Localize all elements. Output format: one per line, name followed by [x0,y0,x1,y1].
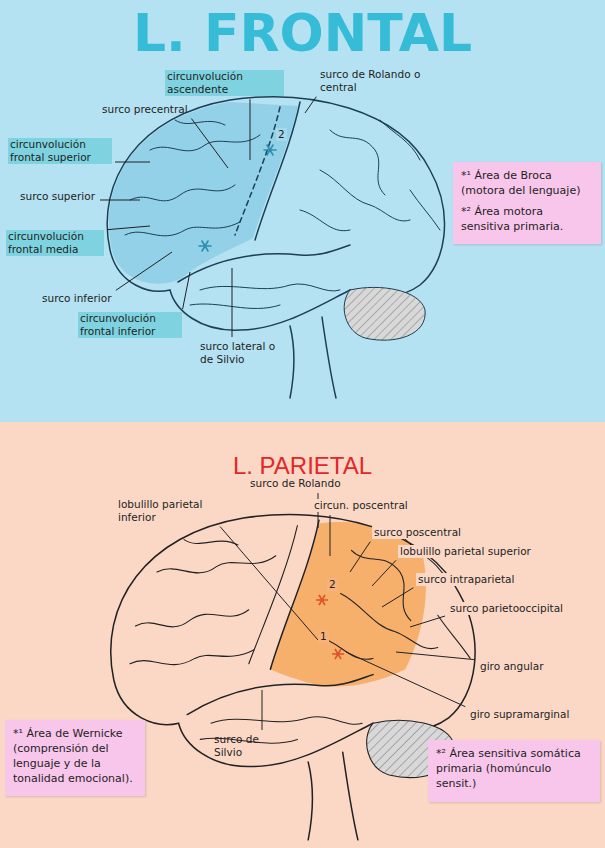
sticky-note: *² Área sensitiva somática primaria (hom… [428,740,600,802]
leader-line [191,119,228,169]
leader-line [220,527,318,641]
part-label: surco de Silvio [212,733,278,759]
part-label: circun. poscentral [312,499,410,512]
leader-line [382,588,413,607]
part-label: circunvolución frontal media [6,230,104,256]
note-text: *² Área sensitiva somática primaria (hom… [436,747,592,792]
part-label: surco lateral o de Silvio [198,340,282,366]
leader-line [410,616,445,627]
asterisk-mark [316,595,328,605]
leader-line [115,162,150,163]
leader-line [372,560,396,586]
part-label: surco intraparietal [416,573,516,586]
lobe-panel: L. FRONTAL *¹ Área de Broca (motora del l… [0,0,605,422]
part-label: giro supramarginal [468,708,571,721]
frontal-brain [107,97,444,398]
leader-line [100,200,140,201]
panel-title: L. FRONTAL [0,4,605,64]
note-text: *² Área motora sensitiva primaria. [461,205,593,235]
leader-line [350,542,370,572]
parietal-brain [111,515,475,840]
part-label: surco poscentral [372,526,463,539]
callout-number: 2 [327,578,338,591]
part-label: lobulillo parietal superior [398,545,533,558]
part-label: surco precentral [100,103,190,116]
leader-line [116,252,172,290]
part-label: lobulillo parietal inferior [116,498,218,524]
callout-number: 1 [318,630,329,643]
leader-line [330,515,331,556]
leader-line [107,226,150,230]
note-text: *¹ Área de Wernicke (comprensión del len… [13,727,137,786]
part-label: circunvolución frontal superior [8,138,112,164]
part-label: surco superior [18,190,97,203]
frontal-ground [0,0,605,422]
part-label: circunvolución frontal inferior [78,312,182,338]
leader-line [262,690,263,730]
part-label: circunvolución ascendente [165,70,284,96]
part-label: giro angular [478,660,546,673]
sticky-note: *¹ Área de Broca (motora del lenguaje) *²… [453,162,601,244]
sticky-note: *¹ Área de Wernicke (comprensión del len… [5,720,145,796]
leader-line [346,652,465,707]
leader-line [305,97,316,113]
panel-title: L. PARIETAL [0,452,605,480]
part-label: surco inferior [40,292,113,305]
part-label: surco de Rolando o central [318,68,430,94]
part-label: surco parietooccipital [448,602,565,615]
leader-lines [100,97,475,730]
leader-line [232,268,233,337]
asterisk-mark [332,649,344,659]
leader-line [183,272,190,309]
callout-number: 2 [276,128,287,141]
leader-line [250,99,251,160]
parietal-ground [0,422,605,848]
note-text: *¹ Área de Broca (motora del lenguaje) [461,169,593,199]
part-label: surco de Rolando [248,477,343,490]
leader-line [396,652,475,660]
